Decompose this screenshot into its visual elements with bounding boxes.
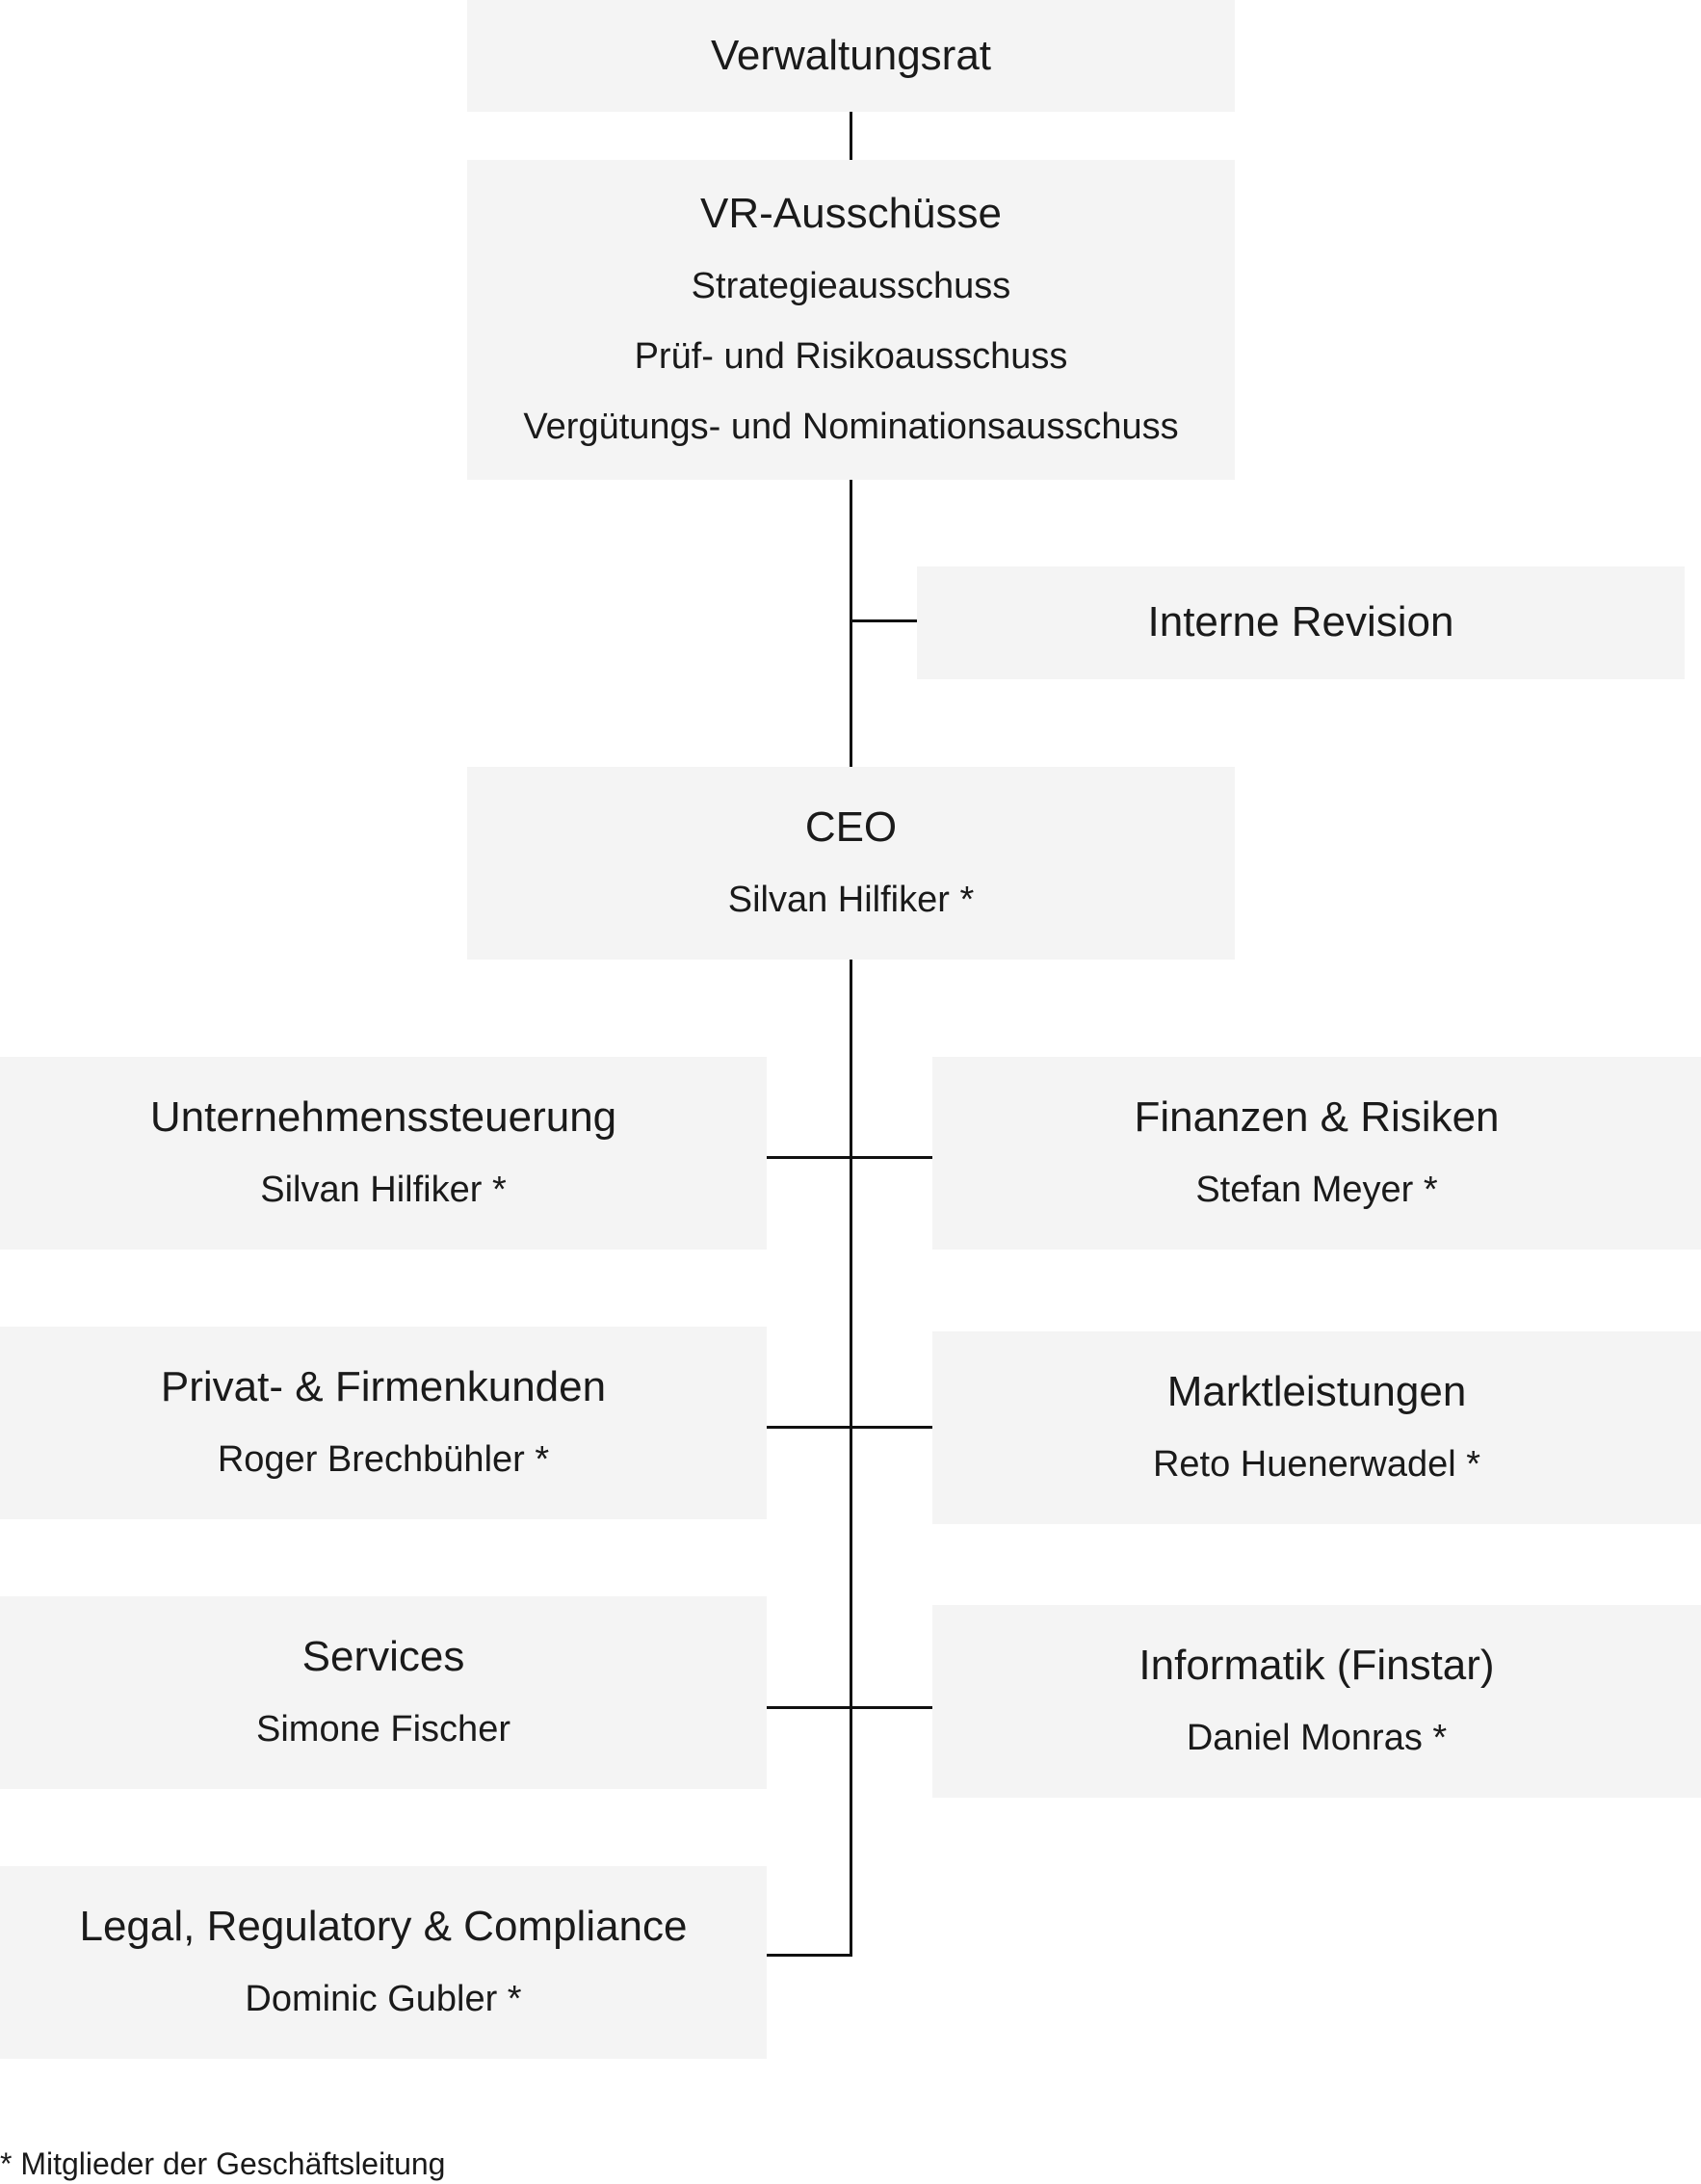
dept-title: Finanzen & Risiken bbox=[1134, 1093, 1500, 1141]
dept-title: Privat- & Firmenkunden bbox=[160, 1363, 607, 1410]
board-title: Verwaltungsrat bbox=[710, 32, 992, 79]
committees-box: VR-Ausschüsse Strategieausschuss Prüf- u… bbox=[467, 160, 1235, 480]
dept-person: Dominic Gubler * bbox=[245, 1979, 522, 2019]
dept-box-unternehmenssteuerung: Unternehmenssteuerung Silvan Hilfiker * bbox=[0, 1057, 767, 1250]
dept-title: Unternehmenssteuerung bbox=[149, 1093, 617, 1141]
ceo-person: Silvan Hilfiker * bbox=[727, 880, 975, 920]
internal-audit-title: Interne Revision bbox=[1147, 598, 1454, 645]
connector-row-1 bbox=[767, 1156, 932, 1159]
dept-title: Marktleistungen bbox=[1166, 1368, 1467, 1415]
committee-strategy: Strategieausschuss bbox=[691, 266, 1011, 306]
connector-board-committees bbox=[850, 112, 852, 160]
dept-person: Reto Huenerwadel * bbox=[1152, 1444, 1481, 1485]
committees-title: VR-Ausschüsse bbox=[699, 190, 1002, 237]
dept-box-marktleistungen: Marktleistungen Reto Huenerwadel * bbox=[932, 1331, 1701, 1524]
ceo-box: CEO Silvan Hilfiker * bbox=[467, 767, 1235, 960]
dept-box-legal-compliance: Legal, Regulatory & Compliance Dominic G… bbox=[0, 1866, 767, 2059]
connector-row-3 bbox=[767, 1706, 932, 1709]
ceo-title: CEO bbox=[804, 803, 898, 851]
connector-row-4 bbox=[767, 1954, 852, 1957]
board-box: Verwaltungsrat bbox=[467, 0, 1235, 112]
dept-box-informatik: Informatik (Finstar) Daniel Monras * bbox=[932, 1605, 1701, 1798]
dept-box-privat-firmenkunden: Privat- & Firmenkunden Roger Brechbühler… bbox=[0, 1327, 767, 1519]
dept-person: Silvan Hilfiker * bbox=[260, 1170, 507, 1210]
dept-person: Roger Brechbühler * bbox=[217, 1439, 550, 1480]
internal-audit-box: Interne Revision bbox=[917, 566, 1685, 679]
connector-spine-main bbox=[850, 960, 852, 1957]
connector-row-2 bbox=[767, 1426, 932, 1429]
dept-title: Informatik (Finstar) bbox=[1138, 1642, 1495, 1689]
footnote: * Mitglieder der Geschäftsleitung bbox=[0, 2146, 446, 2181]
connector-internal-audit bbox=[850, 619, 917, 622]
dept-box-services: Services Simone Fischer bbox=[0, 1596, 767, 1789]
connector-spine-top bbox=[850, 480, 852, 767]
dept-box-finanzen-risiken: Finanzen & Risiken Stefan Meyer * bbox=[932, 1057, 1701, 1250]
dept-person: Simone Fischer bbox=[256, 1709, 510, 1750]
dept-title: Legal, Regulatory & Compliance bbox=[79, 1903, 688, 1950]
dept-title: Services bbox=[301, 1633, 465, 1680]
dept-person: Stefan Meyer * bbox=[1195, 1170, 1438, 1210]
committee-audit-risk: Prüf- und Risikoausschuss bbox=[634, 336, 1068, 377]
committee-compensation: Vergütungs- und Nominationsausschuss bbox=[523, 407, 1179, 447]
dept-person: Daniel Monras * bbox=[1186, 1718, 1448, 1758]
